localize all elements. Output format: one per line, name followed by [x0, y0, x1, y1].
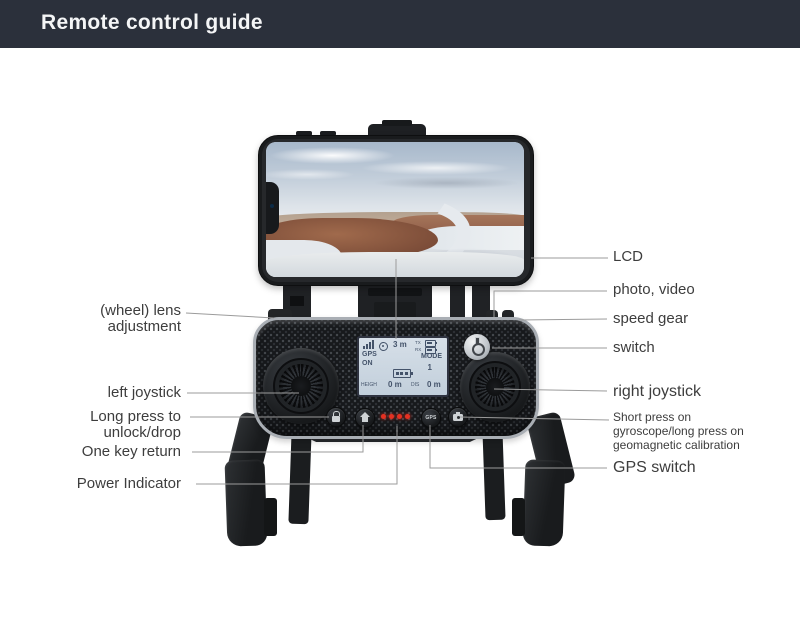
speed-gear-shoulder-button — [502, 310, 514, 320]
lcd-rx-label: RX — [415, 347, 422, 352]
cloud — [270, 147, 395, 164]
phone-mount-right-arm — [450, 282, 465, 324]
lcd-dis-label: DIS — [411, 382, 420, 388]
lcd-distance-readout: 3 m — [393, 340, 407, 349]
leader-right-joystick — [493, 388, 608, 392]
rx-battery-icon — [425, 347, 437, 354]
label-gyro-calibration: Short press on gyroscope/long press on g… — [613, 410, 744, 452]
leader-power-indicator — [196, 426, 398, 485]
lcd-mode-value: 1 — [427, 363, 432, 372]
label-power-indicator: Power Indicator — [76, 475, 181, 492]
cloud — [361, 161, 511, 175]
label-wheel-lens-adjustment: (wheel) lens adjustment — [100, 302, 181, 335]
lcd-tx-label: TX — [415, 340, 421, 345]
left-grip-inner-edge — [264, 498, 277, 536]
power-led-indicator — [381, 414, 386, 419]
lens-adjust-wheel — [268, 309, 292, 320]
tx-battery-icon — [425, 340, 437, 347]
gyroscope-calibration-button — [448, 407, 468, 427]
label-long-press-unlock: Long press to unlock/drop — [90, 408, 181, 441]
lcd-dis-value: 0 m — [427, 380, 441, 389]
label-right-joystick: right joystick — [613, 383, 702, 400]
leader-gps-switch — [429, 425, 607, 469]
left-joystick — [263, 348, 339, 424]
gps-switch-button: GPS — [421, 408, 441, 428]
leader-speed-gear — [518, 318, 608, 321]
one-key-return-button — [355, 408, 375, 428]
right-joystick — [460, 352, 530, 422]
leader-wheel-lens — [185, 312, 275, 319]
phone-notch — [266, 182, 279, 234]
power-switch-button — [464, 334, 490, 360]
power-led-indicator — [397, 414, 402, 419]
leader-one-key-return — [192, 425, 364, 453]
label-photo-video: photo, video — [613, 281, 695, 298]
label-switch: switch — [613, 339, 655, 356]
cloud — [266, 169, 355, 180]
phone-camera-dot — [270, 204, 274, 208]
header-bar: Remote control guide — [0, 0, 800, 48]
lcd-height-value: 0 m — [388, 380, 402, 389]
phone-volume-button — [296, 131, 312, 136]
lcd-gps-state: ON — [362, 360, 373, 367]
leader-photo-video — [493, 290, 607, 317]
battery-icon — [393, 369, 413, 378]
label-left-joystick: left joystick — [107, 384, 181, 401]
leader-gyro-calibration — [459, 416, 610, 421]
page-title: Remote control guide — [41, 11, 263, 34]
label-gps-switch: GPS switch — [613, 459, 696, 476]
phone-volume-button-2 — [320, 131, 336, 136]
label-lcd: LCD — [613, 248, 644, 265]
power-icon — [476, 338, 479, 345]
power-led-indicator — [405, 414, 410, 419]
right-grip-inner-edge — [512, 498, 525, 536]
lcd-display: 3 m TX RX GPS ON MODE 1 HEIGH 0 m DIS 0 … — [357, 336, 449, 397]
lock-icon — [327, 408, 345, 426]
compass-icon — [379, 342, 388, 351]
phone-mount-right-arm-2 — [472, 282, 490, 324]
label-speed-gear: speed gear — [613, 310, 689, 327]
lcd-mode-label: MODE — [421, 353, 442, 360]
photo-video-shoulder-button — [486, 310, 498, 320]
gyroscope-icon — [449, 408, 467, 426]
phone-screen-aerial-photo — [266, 142, 524, 277]
gps-button-label: GPS — [425, 415, 437, 421]
lcd-gps-label: GPS — [362, 351, 377, 358]
lcd-height-label: HEIGH — [361, 382, 377, 388]
return-home-icon — [356, 409, 374, 427]
label-one-key-return: One key return — [81, 443, 181, 460]
power-led-indicator — [389, 414, 394, 419]
cloud — [374, 177, 519, 189]
photo-snow-foreground — [266, 252, 524, 277]
